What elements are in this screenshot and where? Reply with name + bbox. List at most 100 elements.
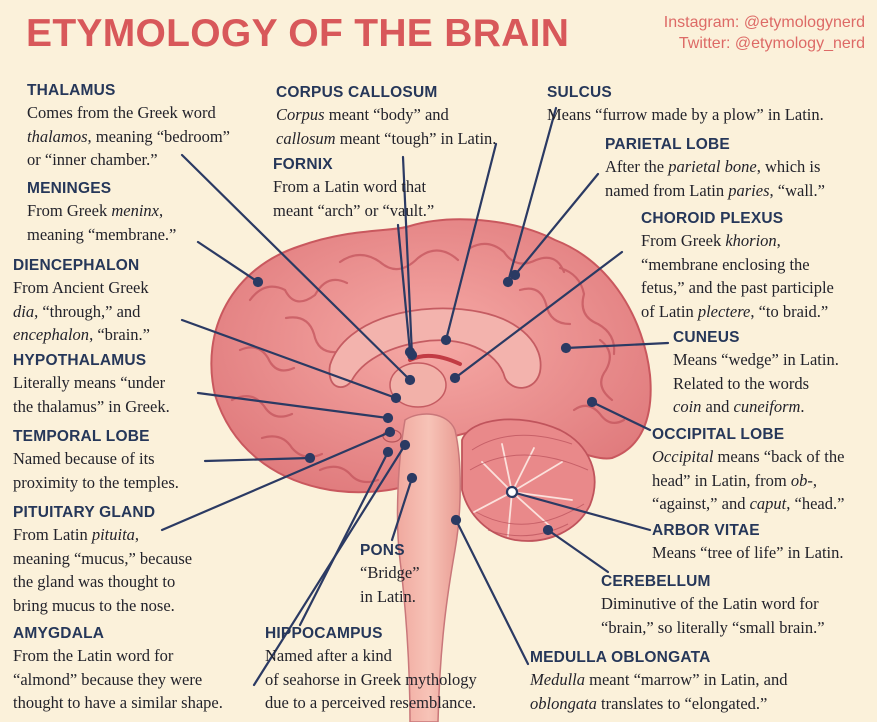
cerebellum-description: Diminutive of the Latin word for “brain,”… (601, 592, 825, 639)
leader-lines (160, 106, 670, 687)
label-choroid-plexus: CHOROID PLEXUS From Greek khorion,“membra… (641, 208, 834, 323)
arbor-vitae-description-line: Means “tree of life” in Latin. (652, 543, 844, 562)
brainstem-shape (396, 413, 461, 722)
fornix-description-line: From a Latin word that (273, 177, 427, 196)
corpus-callosum-description-line: callosum meant “tough” in Latin. (276, 128, 497, 148)
amygdala-description-line: “almond” because they were (13, 669, 203, 689)
temporal-lobe-description: Named because of its proximity to the tem… (13, 447, 179, 494)
cuneus-description-line: coin and cuneiform. (673, 397, 805, 416)
label-pituitary-gland: PITUITARY GLAND From Latin pituita,meanin… (13, 502, 192, 617)
diencephalon-description-line: encephalon, “brain.” (13, 325, 150, 344)
social-handles: Instagram: @etymologynerd Twitter: @etym… (664, 12, 865, 54)
label-sulcus: SULCUS Means “furrow made by a plow” in L… (547, 82, 824, 127)
label-medulla-oblongata: MEDULLA OBLONGATA Medulla meant “marrow” … (530, 647, 788, 715)
fornix-heading: FORNIX (273, 156, 333, 173)
parietal-lobe-description-line: named from Latin paries, “wall.” (605, 180, 825, 200)
hippocampus-description-line: due to a perceived resemblance. (265, 693, 477, 712)
sulcus-heading: SULCUS (547, 84, 612, 101)
label-cerebellum: CEREBELLUM Diminutive of the Latin word f… (601, 571, 825, 639)
instagram-handle[interactable]: Instagram: @etymologynerd (663, 14, 865, 31)
temporal-lobe-description-line: proximity to the temples. (13, 472, 179, 492)
arbor-vitae-description: Means “tree of life” in Latin. (652, 541, 844, 565)
fornix-description-line: meant “arch” or “vault.” (273, 200, 435, 220)
temporal-lobe-heading: TEMPORAL LOBE (13, 428, 150, 445)
label-arbor-vitae: ARBOR VITAE Means “tree of life” in Latin… (652, 520, 844, 565)
pons-description-line: “Bridge” (360, 563, 420, 582)
amygdala-description: From the Latin word for “almond” because … (13, 644, 223, 715)
amygdala-description-line: thought to have a similar shape. (13, 693, 223, 712)
thalamus-description: Comes from the Greek word thalamos, meani… (27, 101, 230, 172)
cerebellum-heading: CEREBELLUM (601, 573, 711, 590)
hippocampus-heading: HIPPOCAMPUS (265, 625, 383, 642)
sulcus-description-line: Means “furrow made by a plow” in Latin. (547, 105, 824, 124)
label-fornix: FORNIX From a Latin word that meant “arch”… (273, 154, 434, 222)
medulla-oblongata-heading: MEDULLA OBLONGATA (530, 649, 711, 666)
diencephalon-description-line: From Ancient Greek (13, 278, 149, 297)
thalamus-description-line: thalamos, meaning “bedroom” (27, 126, 231, 146)
thalamus-heading: THALAMUS (27, 82, 116, 99)
corpus-callosum-shape (328, 307, 542, 389)
cuneus-description-line: Related to the words (673, 373, 810, 393)
cerebellum-description-line: “brain,” so literally “small brain.” (601, 617, 825, 637)
choroid-plexus-description: From Greek khorion,“membrane enclosing t… (641, 229, 834, 323)
choroid-plexus-heading: CHOROID PLEXUS (641, 210, 784, 227)
choroid-plexus-description-line: of Latin plectere, “to braid.” (641, 301, 829, 321)
label-corpus-callosum: CORPUS CALLOSUM Corpus meant “body” and ca… (276, 82, 496, 150)
choroid-plexus-description-line: fetus,” and the past participle (641, 278, 834, 297)
label-hypothalamus: HYPOTHALAMUS Literally means “under the th… (13, 350, 170, 418)
meninges-description: From Greek meninx, meaning “membrane.” (27, 199, 176, 246)
parietal-lobe-description: After the parietal bone, which is named f… (605, 155, 825, 202)
pons-description: “Bridge” in Latin. (360, 561, 420, 608)
parietal-lobe-description-line: After the parietal bone, which is (605, 157, 821, 176)
medulla-oblongata-description-line: Medulla meant “marrow” in Latin, and (530, 670, 788, 689)
label-thalamus: THALAMUS Comes from the Greek word thalamo… (27, 80, 230, 172)
page-title: ETYMOLOGY OF THE BRAIN (26, 12, 570, 55)
amygdala-description-line: From the Latin word for (13, 646, 174, 665)
hypothalamus-description: Literally means “under the thalamus” in G… (13, 371, 170, 418)
pituitary-gland-description-line: the gland was thought to (13, 572, 176, 591)
medulla-oblongata-description-line: oblongata translates to “elongated.” (530, 693, 768, 713)
temporal-lobe-description-line: Named because of its (13, 449, 155, 468)
arbor-vitae-heading: ARBOR VITAE (652, 522, 760, 539)
cuneus-heading: CUNEUS (673, 329, 740, 346)
hippocampus-description-line: of seahorse in Greek mythology (265, 669, 477, 689)
twitter-handle[interactable]: Twitter: @etymology_nerd (678, 35, 865, 52)
cerebellum-folia (469, 434, 589, 537)
label-pons: PONS “Bridge” in Latin. (360, 540, 420, 608)
occipital-lobe-description-line: “against,” and caput, “head.” (652, 494, 845, 513)
thalamus-description-line: Comes from the Greek word (27, 103, 216, 122)
pituitary-gland-heading: PITUITARY GLAND (13, 504, 156, 521)
medulla-oblongata-description: Medulla meant “marrow” in Latin, and oblo… (530, 668, 788, 715)
amygdala-heading: AMYGDALA (13, 625, 105, 642)
label-amygdala: AMYGDALA From the Latin word for “almond” … (13, 623, 223, 715)
choroid-plexus-description-line: “membrane enclosing the (641, 254, 810, 274)
cuneus-description-line: Means “wedge” in Latin. (673, 350, 839, 369)
corpus-callosum-description: Corpus meant “body” and callosum meant “t… (276, 103, 496, 150)
corpus-callosum-heading: CORPUS CALLOSUM (276, 84, 438, 101)
arbor-vitae-texture (473, 443, 573, 537)
thalamus-description-line: or “inner chamber.” (27, 150, 158, 169)
hypothalamus-description-line: Literally means “under (13, 373, 166, 392)
diencephalon-heading: DIENCEPHALON (13, 257, 140, 274)
hypothalamus-heading: HYPOTHALAMUS (13, 352, 147, 369)
label-cuneus: CUNEUS Means “wedge” in Latin. Related to … (673, 327, 839, 419)
cerebellum-description-line: Diminutive of the Latin word for (601, 594, 819, 613)
gyri-texture (230, 242, 626, 484)
corpus-callosum-description-line: Corpus meant “body” and (276, 105, 449, 124)
pituitary-gland-description: From Latin pituita,meaning “mucus,” beca… (13, 523, 192, 617)
label-temporal-lobe: TEMPORAL LOBE Named because of its proximi… (13, 426, 179, 494)
pons-heading: PONS (360, 542, 405, 559)
hypothalamus-description-line: the thalamus” in Greek. (13, 396, 170, 416)
pons-description-line: in Latin. (360, 586, 416, 606)
meninges-description-line: meaning “membrane.” (27, 224, 177, 244)
pituitary-gland-description-line: meaning “mucus,” because (13, 548, 193, 568)
meninges-description-line: From Greek meninx, (27, 201, 164, 220)
